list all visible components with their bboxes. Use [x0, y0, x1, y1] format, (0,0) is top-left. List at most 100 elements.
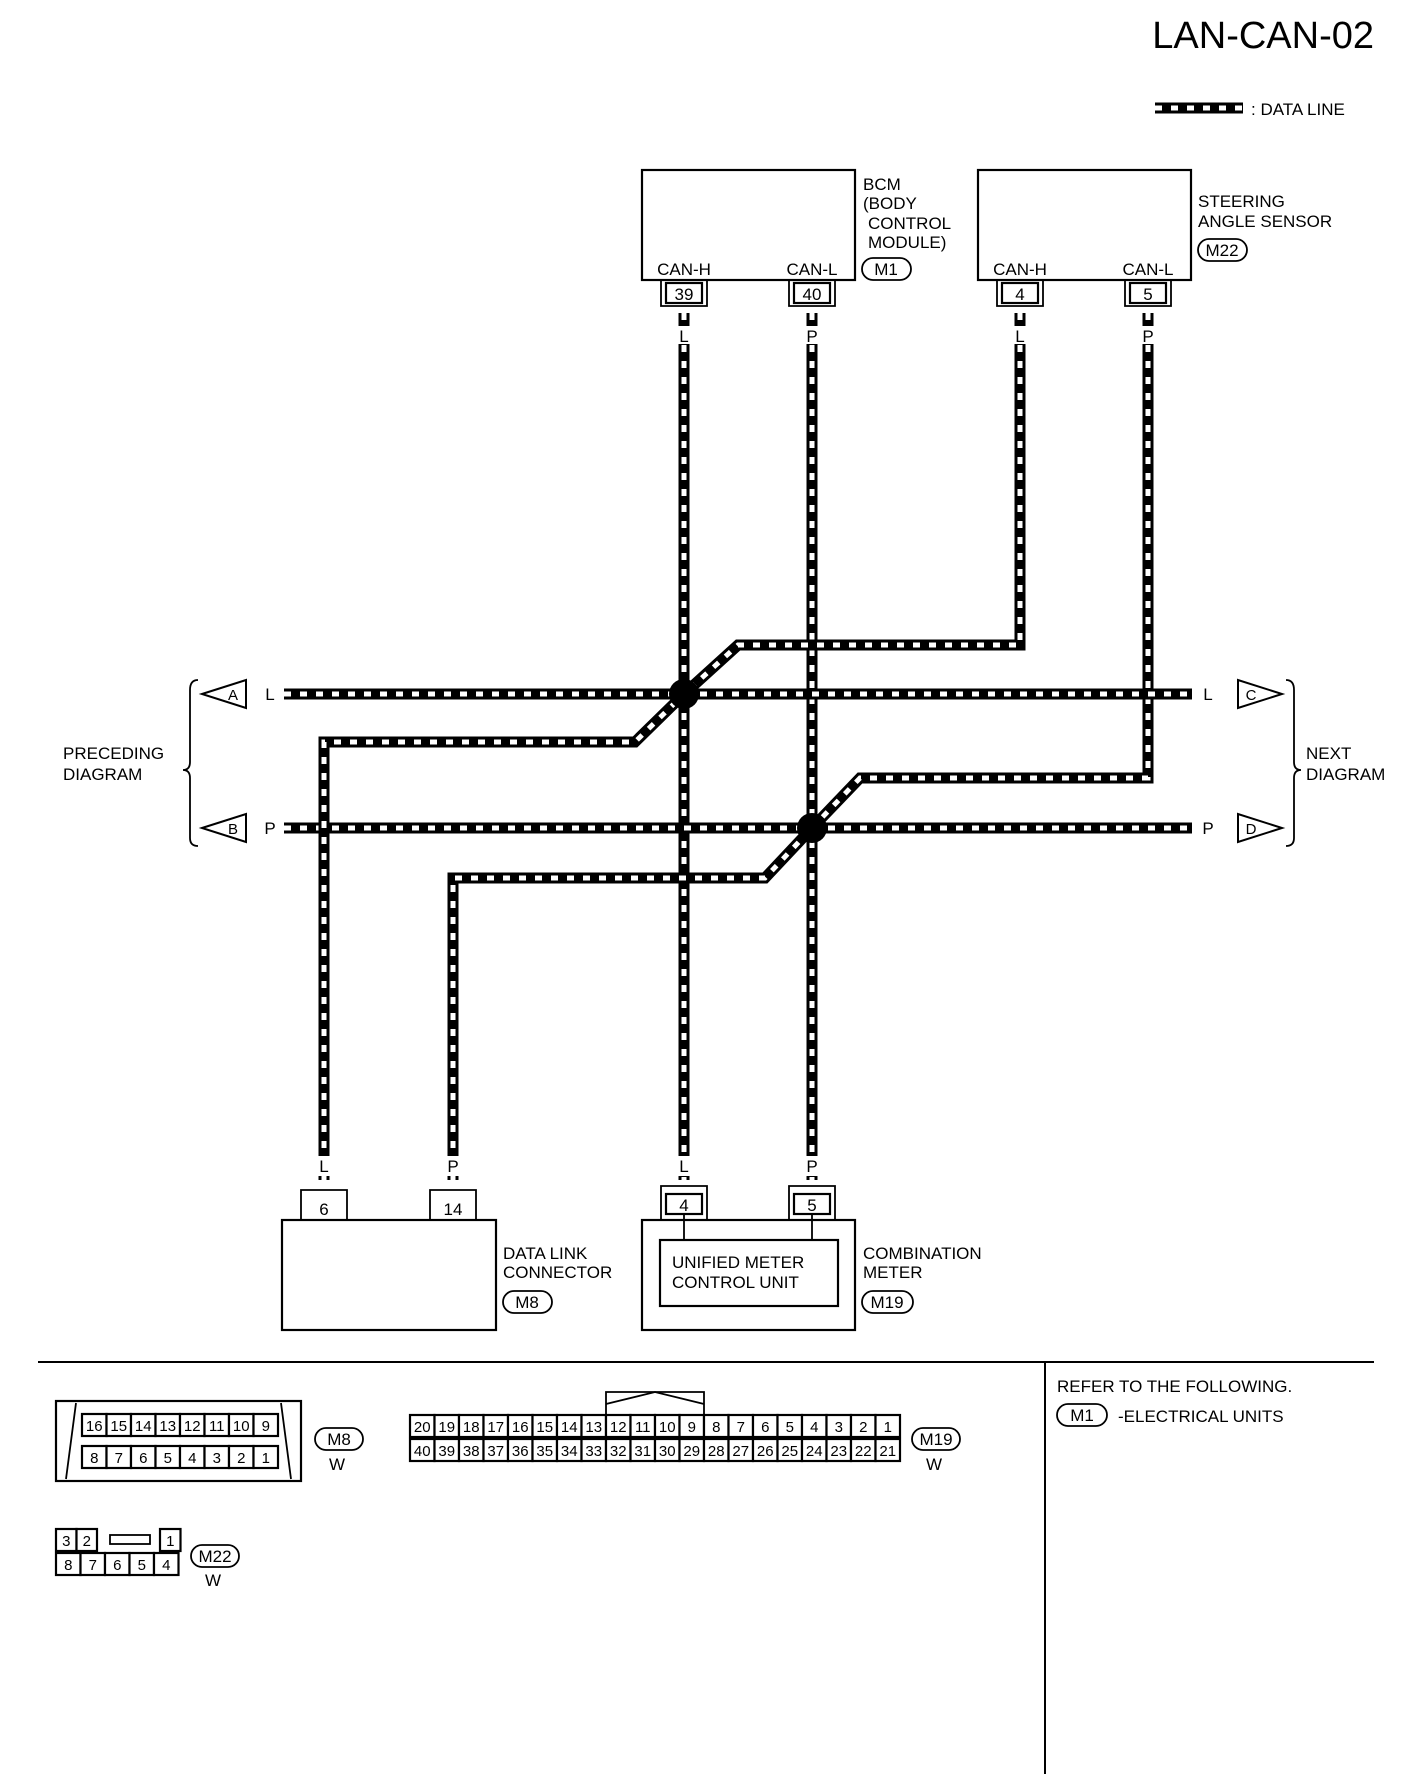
connector-pin-number: 22 — [855, 1443, 872, 1460]
data-link-connector-unit: L P 6 14 DATA LINK CONNECTOR M8 — [280, 1156, 612, 1332]
connector-pin-number: 10 — [659, 1419, 676, 1436]
page-code: LAN-CAN-02 — [1152, 15, 1374, 57]
bcm-pin-box — [792, 281, 832, 305]
connector-pin-number: 2 — [237, 1450, 245, 1467]
m19-lock — [605, 1391, 705, 1415]
wire-color-label: L — [679, 1157, 688, 1176]
m8-connector-id: M8 — [327, 1430, 351, 1449]
wire-color-label: P — [264, 819, 275, 838]
connector-pin-number: 29 — [683, 1443, 700, 1460]
steering-pin-label-can-l: CAN-L — [1122, 260, 1173, 279]
wire-color-label: L — [679, 327, 688, 346]
data-lines — [284, 313, 1192, 1180]
next-label-line: NEXT — [1306, 744, 1351, 763]
connector-pin-number: 2 — [859, 1419, 867, 1436]
steering-connector-badge — [1197, 238, 1248, 262]
steering-pin-box — [1000, 281, 1040, 305]
arrow-d-id: D — [1246, 821, 1257, 838]
bcm-pin-label-can-h: CAN-H — [657, 260, 711, 279]
connector-pin-number: 18 — [463, 1419, 480, 1436]
wire-color-label: L — [1015, 327, 1024, 346]
refer-title: REFER TO THE FOLLOWING. — [1057, 1377, 1292, 1396]
next-label-line: DIAGRAM — [1306, 765, 1385, 784]
connector-pin-number: 27 — [732, 1443, 749, 1460]
bcm-name-line: (BODY — [863, 194, 917, 213]
connector-pin-number: 11 — [209, 1418, 225, 1435]
connector-pin-number: 12 — [184, 1418, 201, 1435]
connector-pin-number: 9 — [262, 1418, 270, 1435]
connector-pin-number: 3 — [62, 1533, 70, 1550]
connector-pin-number: 2 — [83, 1533, 91, 1550]
wire-color-label: P — [806, 1157, 817, 1176]
m22-lock — [109, 1534, 151, 1545]
connector-pin-number: 5 — [138, 1557, 146, 1574]
steering-angle-sensor-unit: STEERING ANGLE SENSOR M22 CAN-H CAN-L 4 … — [976, 168, 1332, 346]
dlc-name-line: DATA LINK — [503, 1244, 588, 1263]
connector-pin-number: 16 — [512, 1419, 529, 1436]
m22-color: W — [205, 1571, 221, 1590]
steering-name-line: ANGLE SENSOR — [1198, 212, 1332, 231]
connector-pin-number: 16 — [86, 1418, 103, 1435]
arrow-a-id: A — [228, 687, 238, 704]
connector-pin-number: 14 — [135, 1418, 152, 1435]
preceding-label-line: PRECEDING — [63, 744, 164, 763]
connector-pin-number: 25 — [781, 1443, 798, 1460]
refer-section: REFER TO THE FOLLOWING. M1 -ELECTRICAL U… — [1056, 1377, 1292, 1427]
connector-pin-number: 19 — [438, 1419, 455, 1436]
wire-steering-can-l — [808, 313, 1154, 832]
combination-meter-unit: L P 4 5 UNIFIED METER CONTROL UNIT COMBI… — [640, 1156, 982, 1332]
connector-pin-cell — [152, 1551, 180, 1577]
preceding-label-line: DIAGRAM — [63, 765, 142, 784]
refer-connector-badge — [1056, 1403, 1108, 1427]
dlc-connector-id: M8 — [515, 1293, 539, 1312]
connector-pin-number: 7 — [737, 1419, 745, 1436]
connector-pin-number: 4 — [188, 1450, 196, 1467]
connector-pin-number: 6 — [139, 1450, 147, 1467]
wire-color-label: P — [806, 327, 817, 346]
preceding-brace — [182, 679, 199, 847]
steering-angle-sensor-box — [976, 168, 1193, 282]
steering-pin-box — [1128, 281, 1168, 305]
dlc-connector-badge — [502, 1290, 553, 1314]
m19-connector-badge — [911, 1427, 961, 1451]
steering-pin-label-can-h: CAN-H — [993, 260, 1047, 279]
arrow-b-icon — [198, 812, 247, 844]
steering-connector-id: M22 — [1205, 241, 1238, 260]
connector-pin-number: 35 — [536, 1443, 553, 1460]
connector-pin-number: 11 — [635, 1419, 651, 1436]
connector-pin-number: 24 — [806, 1443, 823, 1460]
refer-connector-id: M1 — [1070, 1406, 1094, 1425]
meter-connector-badge — [861, 1290, 914, 1314]
m19-connector-id: M19 — [919, 1430, 952, 1449]
meter-pin-5: 5 — [807, 1196, 816, 1215]
connector-pin-number: 15 — [110, 1418, 127, 1435]
data-link-connector-box — [280, 1218, 498, 1332]
connector-pin-number: 5 — [164, 1450, 172, 1467]
wire-steering-can-h — [680, 313, 1026, 699]
connector-pin-number: 4 — [162, 1557, 170, 1574]
connector-pin-number: 9 — [688, 1419, 696, 1436]
connector-pin-number: 8 — [712, 1419, 720, 1436]
connector-pin-cell — [874, 1413, 902, 1439]
wire-dlc-p — [447, 824, 817, 1180]
connector-pin-number: 32 — [610, 1443, 627, 1460]
dlc-pin-14: 14 — [444, 1200, 463, 1219]
connector-pin-number: 4 — [810, 1419, 818, 1436]
meter-name-line: COMBINATION — [863, 1244, 982, 1263]
arrow-b-id: B — [228, 821, 238, 838]
unified-meter-control-unit-box — [658, 1238, 840, 1308]
connector-pin-number: 26 — [757, 1443, 774, 1460]
connector-pin-number: 6 — [761, 1419, 769, 1436]
connector-pin-number: 15 — [536, 1419, 553, 1436]
connector-pin-number: 40 — [414, 1443, 431, 1460]
connector-pin-cell — [252, 1444, 280, 1470]
bcm-connector-id: M1 — [874, 260, 898, 279]
meter-inner-line: CONTROL UNIT — [672, 1273, 799, 1292]
bcm-name-line: CONTROL — [868, 214, 951, 233]
connector-pin-number: 13 — [159, 1418, 176, 1435]
connector-pin-number: 12 — [610, 1419, 627, 1436]
preceding-diagram-refs: PRECEDING DIAGRAM A L B P — [63, 678, 276, 847]
